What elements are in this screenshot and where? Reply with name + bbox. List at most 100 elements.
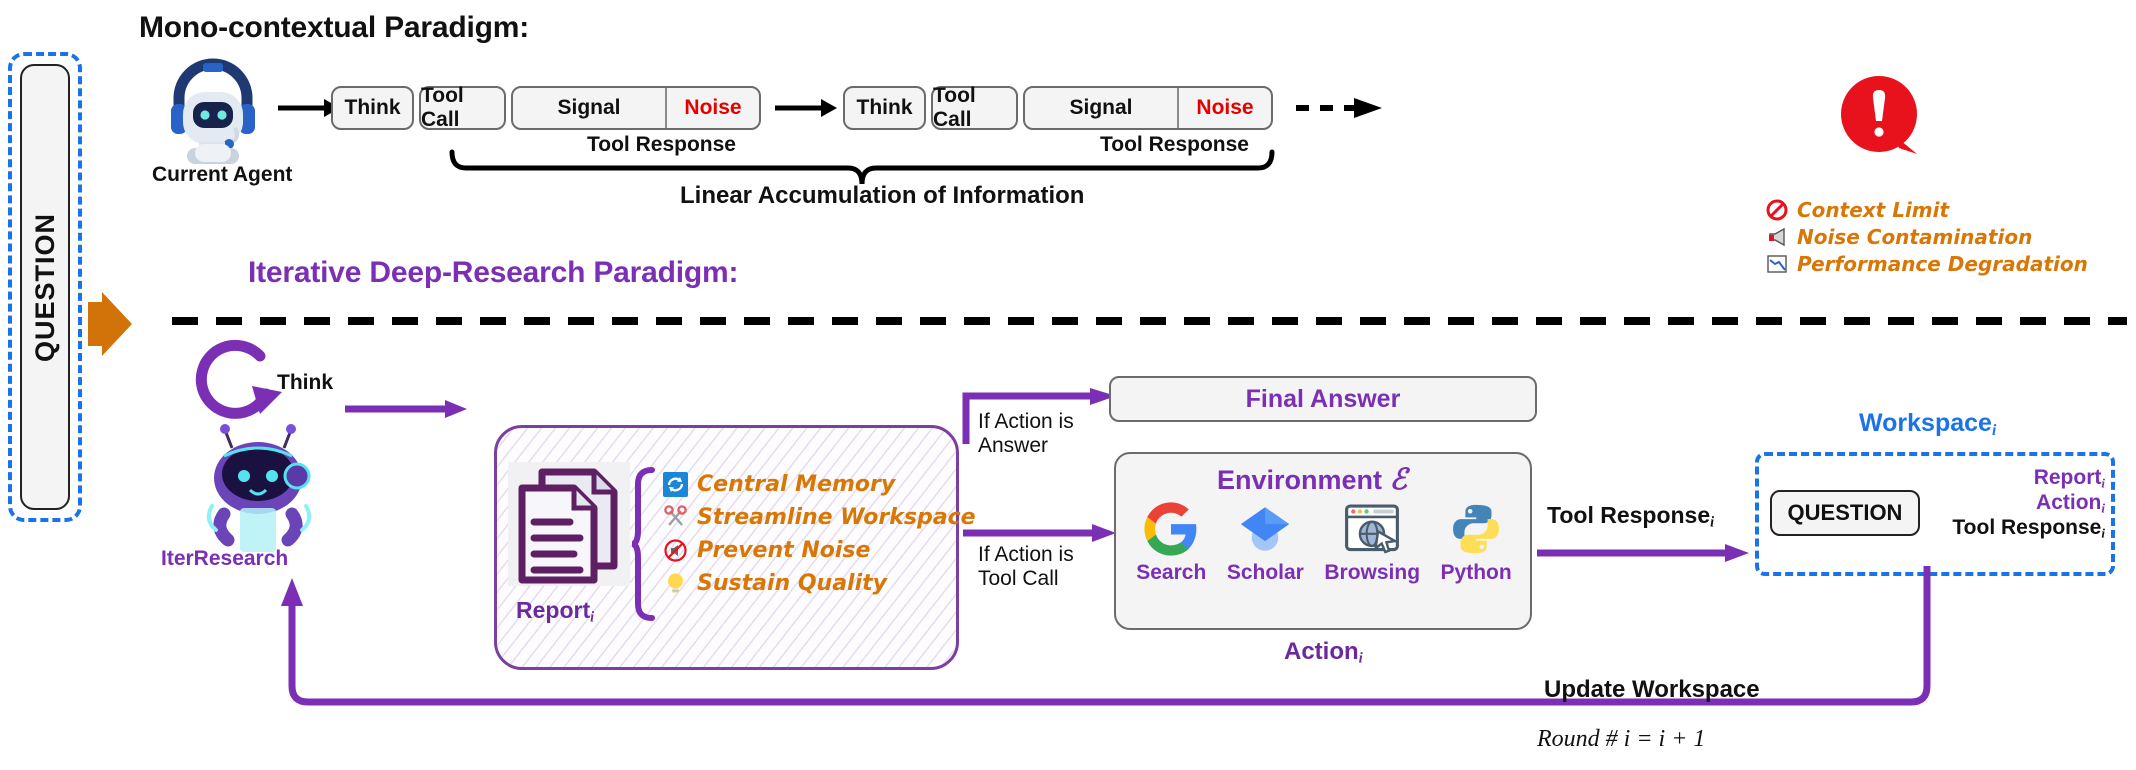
- feature-label-1: Streamline Workspace: [697, 505, 976, 530]
- round-2-tool-response-label: Tool Response: [1100, 133, 1249, 156]
- workspace-panel: [1755, 452, 2115, 576]
- workspace-title: Workspacei: [1859, 409, 1996, 440]
- issues-list: Context Limit Noise Contamination Perfor…: [1766, 196, 2088, 277]
- round-2-noise-label: Noise: [1196, 96, 1254, 119]
- megaphone-icon: [1766, 226, 1788, 248]
- round-1-signal-cell: Signal: [513, 88, 665, 128]
- round-counter-label: Round # i = i + 1: [1537, 726, 1706, 752]
- arrow-round1-to-round2: [775, 95, 837, 121]
- tool-response-i-sub: i: [1710, 514, 1715, 531]
- environment-symbol: ℰ: [1389, 464, 1408, 496]
- arrow-tool-response-to-workspace: [1537, 542, 1751, 564]
- iterative-paradigm-title: Iterative Deep-Research Paradigm:: [248, 256, 739, 289]
- question-panel-label: QUESTION: [29, 212, 60, 362]
- issue-row-0: Context Limit: [1766, 196, 2088, 223]
- feature-row-2: Prevent Noise: [663, 534, 976, 567]
- report-label-sub: i: [590, 609, 595, 626]
- tool-search-label: Search: [1136, 561, 1207, 584]
- sync-icon: [663, 472, 688, 497]
- tool-browsing[interactable]: Browsing: [1324, 500, 1420, 585]
- browser-globe-cursor-icon: [1343, 500, 1401, 558]
- update-workspace-label: Update Workspace: [1544, 676, 1760, 703]
- workspace-item-tool-response: Tool Responsei: [1925, 516, 2105, 541]
- iterresearch-label: IterResearch: [161, 547, 289, 570]
- google-search-icon: [1142, 500, 1200, 558]
- google-scholar-icon: [1236, 500, 1294, 558]
- issue-label-2: Performance Degradation: [1797, 251, 2088, 276]
- report-features-brace: [631, 467, 656, 621]
- workspace-question-label: QUESTION: [1787, 500, 1903, 525]
- mute-icon: [663, 538, 688, 563]
- question-panel[interactable]: QUESTION: [20, 64, 70, 510]
- workspace-title-text: Workspace: [1859, 409, 1992, 437]
- arrow-branch-answer: [962, 388, 1118, 444]
- exclamation-bubble-icon: [1839, 76, 1925, 162]
- arrow-think: [345, 398, 467, 420]
- workspace-question-box[interactable]: QUESTION: [1770, 490, 1920, 536]
- round-1-tool-call-label: Tool Call: [421, 84, 464, 131]
- round-2-tool-response-box[interactable]: Signal Noise: [1023, 86, 1273, 130]
- section-divider-dashed: [172, 317, 2127, 325]
- round-1-tool-response-label: Tool Response: [587, 133, 736, 156]
- tool-scholar-label: Scholar: [1226, 561, 1304, 584]
- issue-label-1: Noise Contamination: [1797, 224, 2033, 249]
- tool-search[interactable]: Search: [1136, 500, 1206, 585]
- environment-tools: Search Scholar Browsing: [1126, 500, 1522, 585]
- environment-title-text: Environment: [1217, 465, 1383, 495]
- round-2-noise-cell: Noise: [1177, 88, 1271, 128]
- branch-answer-label: If Action is Answer: [978, 410, 1074, 457]
- issue-row-2: Performance Degradation: [1766, 250, 2088, 277]
- tool-python[interactable]: Python: [1441, 500, 1512, 585]
- feature-row-3: Sustain Quality: [663, 567, 976, 600]
- linear-accumulation-brace: [448, 149, 1276, 200]
- action-label-sub: i: [1358, 650, 1363, 667]
- round-1-think-box[interactable]: Think: [331, 86, 414, 130]
- tool-scholar[interactable]: Scholar: [1227, 500, 1304, 585]
- circular-refresh-arrow-icon: [195, 334, 288, 430]
- robot-mascot-icon: [196, 422, 324, 554]
- report-label-text: Report: [516, 597, 591, 623]
- dashed-arrow-to-alert: [1296, 95, 1382, 121]
- round-1-think-label: Think: [344, 96, 401, 119]
- tool-response-i-text: Tool Response: [1547, 502, 1711, 528]
- round-2-signal-cell: Signal: [1025, 88, 1177, 128]
- lightbulb-icon: [663, 571, 688, 596]
- report-features-list: Central Memory Streamline Workspace Prev…: [663, 468, 976, 600]
- orange-section-arrow: [88, 292, 158, 356]
- round-1-noise-cell: Noise: [665, 88, 759, 128]
- round-2-think-box[interactable]: Think: [843, 86, 926, 130]
- linear-accumulation-label: Linear Accumulation of Information: [680, 182, 1085, 209]
- workspace-item-report-text: Report: [2033, 466, 2102, 489]
- report-label: Reporti: [516, 597, 594, 627]
- prohibition-icon: [1766, 199, 1788, 221]
- update-workspace-loop-arrow: [268, 566, 1934, 716]
- scissors-icon: [663, 505, 688, 530]
- mono-contextual-title: Mono-contextual Paradigm:: [139, 11, 530, 44]
- final-answer-box[interactable]: Final Answer: [1109, 376, 1537, 422]
- documents-icon: [508, 462, 630, 586]
- round-1-tool-response-box[interactable]: Signal Noise: [511, 86, 761, 130]
- workspace-item-report: Reporti: [1925, 466, 2105, 491]
- workspace-item-action-text: Action: [2036, 490, 2102, 514]
- round-1-noise-label: Noise: [684, 96, 742, 119]
- arrow-branch-tool-call: [963, 522, 1118, 544]
- think-label: Think: [277, 371, 333, 394]
- workspace-title-sub: i: [1991, 421, 1997, 439]
- robot-headset-icon: [165, 58, 261, 164]
- current-agent-label: Current Agent: [152, 163, 293, 186]
- workspace-item-tool-response-sub: i: [2101, 524, 2105, 540]
- final-answer-label: Final Answer: [1245, 384, 1401, 413]
- issue-row-1: Noise Contamination: [1766, 223, 2088, 250]
- workspace-item-report-sub: i: [2101, 475, 2105, 491]
- tool-response-i-label: Tool Responsei: [1547, 502, 1714, 532]
- action-label-text: Action: [1284, 638, 1359, 665]
- round-2-tool-call-box[interactable]: Tool Call: [931, 84, 1018, 131]
- python-icon: [1447, 500, 1505, 558]
- feature-label-3: Sustain Quality: [697, 571, 887, 596]
- round-2-think-label: Think: [856, 96, 913, 119]
- round-1-tool-call-box[interactable]: Tool Call: [419, 84, 506, 131]
- workspace-item-action-sub: i: [2101, 500, 2105, 516]
- feature-row-0: Central Memory: [663, 468, 976, 501]
- workspace-items: Reporti Actioni Tool Responsei: [1925, 466, 2105, 540]
- environment-title: Environment ℰ: [1217, 462, 1407, 497]
